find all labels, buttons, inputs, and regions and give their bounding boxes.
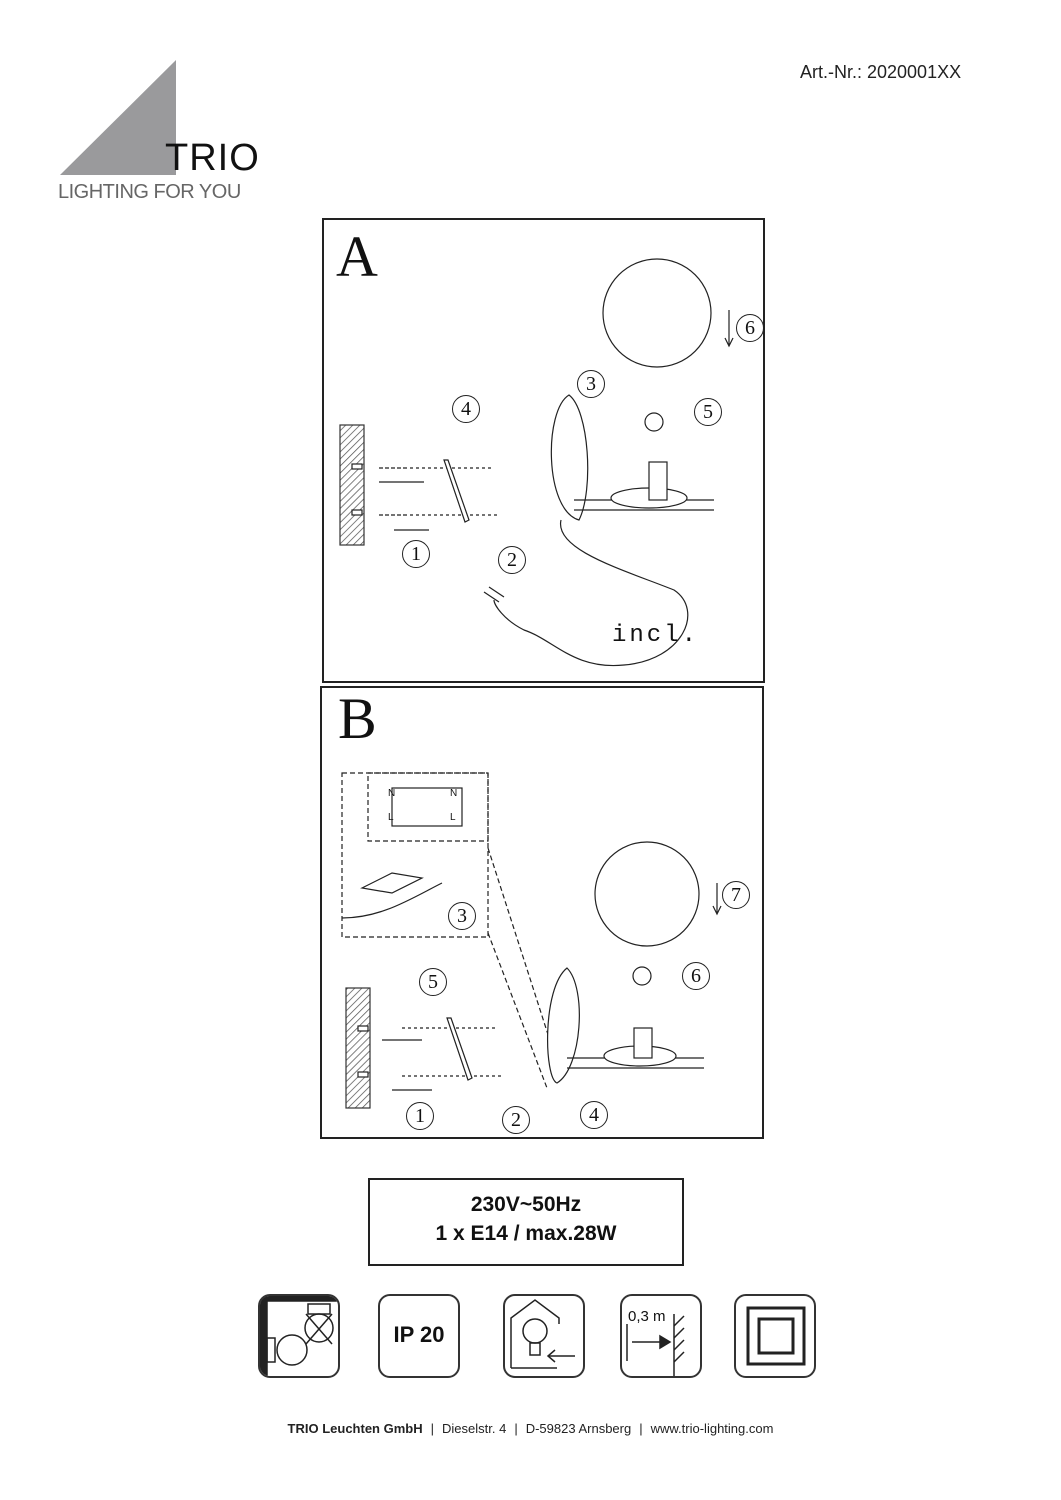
step-number: 1 [406,1102,434,1130]
logo-triangle-icon [60,60,176,175]
step-number: 4 [580,1101,608,1129]
distance-label: 0,3 m [628,1308,666,1325]
indoor-use-icon [503,1294,585,1378]
assembly-panel-b: B N L N L 1 2 3 4 5 6 7 [320,686,764,1139]
terminal-label: L [450,812,456,823]
ip-rating-icon: IP 20 [378,1294,460,1378]
separator: | [639,1421,643,1436]
step-number: 4 [452,395,480,423]
terminal-label: N [388,788,396,799]
separator: | [430,1421,434,1436]
step-number: 2 [502,1106,530,1134]
included-note: incl. [612,622,700,649]
step-number: 2 [498,546,526,574]
logo-tagline: LIGHTING FOR YOU [58,181,241,203]
step-number: 1 [402,540,430,568]
assembly-diagram-b [341,772,722,1109]
logo-brand: TRIO [165,137,260,179]
panel-a-label: A [336,224,378,289]
electrical-specs: 230V~50Hz 1 x E14 / max.28W [368,1178,684,1266]
step-number: 3 [577,370,605,398]
separator: | [514,1421,518,1436]
min-distance-icon: 0,3 m [620,1294,702,1378]
assembly-diagram-a [339,258,734,667]
panel-b-label: B [338,686,377,751]
street: Dieselstr. 4 [442,1421,507,1436]
terminal-label: N [450,788,458,799]
article-number: Art.-Nr.: 2020001XX [800,62,962,82]
step-number: 7 [722,881,750,909]
protection-class-2-icon [734,1294,816,1378]
bulb-spec: 1 x E14 / max.28W [435,1222,617,1245]
assembly-panel-a: A 1 2 3 4 5 6 incl. [322,218,765,683]
step-number: 5 [694,398,722,426]
company-name: TRIO Leuchten GmbH [287,1421,423,1436]
voltage-spec: 230V~50Hz [470,1193,582,1216]
step-number: 6 [682,962,710,990]
city: D-59823 Arnsberg [525,1421,632,1436]
wall-mount-only-icon [258,1294,340,1378]
footer: TRIO Leuchten GmbH | Dieselstr. 4 | D-59823 … [0,1421,1061,1436]
step-number: 3 [448,902,476,930]
step-number: 5 [419,968,447,996]
website-link[interactable]: www.trio-lighting.com [650,1421,774,1436]
step-number: 6 [736,314,764,342]
terminal-label: L [388,812,394,823]
